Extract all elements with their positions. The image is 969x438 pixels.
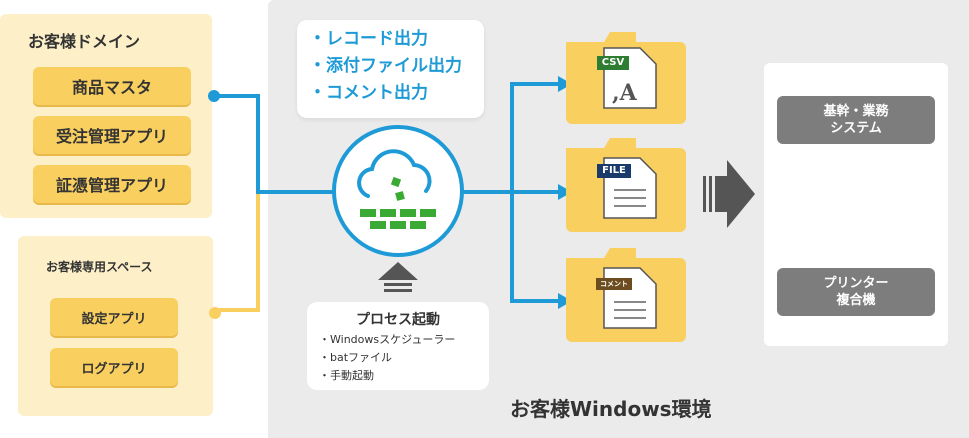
arrow-head-top [558,76,572,92]
core-system-line-1: 基幹・業務 [823,104,889,119]
output-record-line: ・レコード出力 [309,29,428,49]
environment-label: お客様Windows環境 [510,397,712,421]
arrow-head-mid [558,184,572,200]
csv-folder-icon [566,32,686,124]
app-order-management[interactable]: 受注管理アプリ [33,116,191,154]
yellow-connector [213,192,260,312]
core-system-line-2: システム [830,121,882,136]
comment-folder-icon [566,248,686,342]
process-start-title: プロセス起動 [356,312,440,328]
printer-box: プリンター 複合機 [777,268,935,316]
process-item-bat: ・batファイル [319,351,393,364]
printer-line-1: プリンター [823,276,889,291]
customer-space-title: お客様専用スペース [46,260,153,274]
file-folder-icon [566,138,686,232]
app-product-master[interactable]: 商品マスタ [33,67,191,105]
blue-connector-dot [208,90,220,102]
process-start-box: プロセス起動 ・Windowsスケジューラー ・batファイル ・手動起動 [307,302,489,390]
customer-domain-title: お客様ドメイン [28,32,141,51]
app-voucher-management[interactable]: 証憑管理アプリ [33,165,191,203]
app-log[interactable]: ログアプリ [50,348,178,386]
output-comment-line: ・コメント出力 [309,83,428,103]
right-arrow-icon [703,160,755,228]
printer-line-2: 複合機 [836,293,876,308]
up-arrow-icon [378,262,418,292]
blue-connector-in [214,94,335,194]
file-tag: FILE [602,165,626,176]
backup-label: バックアップ [816,206,895,221]
output-attachment-line: ・添付ファイル出力 [309,56,462,76]
core-system-box: 基幹・業務 システム [777,96,935,144]
csv-tag: CSV [601,57,625,68]
cloud-process-icon [332,125,464,257]
csv-glyph: ,A [612,80,637,106]
outputs-bubble: ・レコード出力 ・添付ファイル出力 ・コメント出力 [297,20,484,118]
app-settings[interactable]: 設定アプリ [50,298,178,336]
process-item-manual: ・手動起動 [319,369,374,382]
blue-connector-bottom [510,192,560,303]
yellow-connector-dot [209,307,221,319]
process-item-scheduler: ・Windowsスケジューラー [319,333,456,346]
arrow-head-bottom [558,293,572,309]
comment-tag: コメント [600,280,628,288]
